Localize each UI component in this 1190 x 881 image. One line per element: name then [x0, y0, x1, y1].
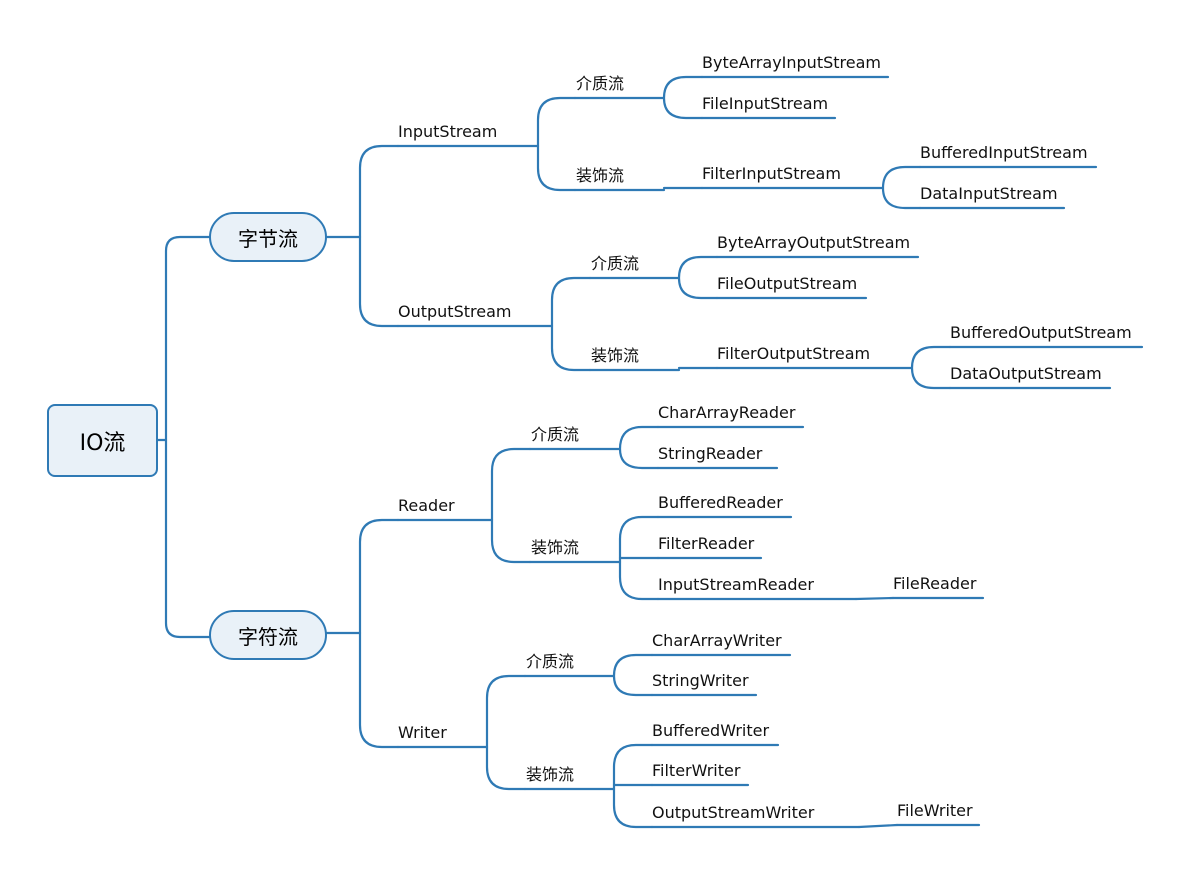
node-bytearrayinputstream: ByteArrayInputStream	[702, 53, 881, 72]
connector-output-filter-bracket	[910, 345, 952, 390]
node-fileinputstream: FileInputStream	[702, 94, 829, 113]
node-filewriter: FileWriter	[897, 801, 973, 820]
node-outputstream: OutputStream	[398, 302, 512, 321]
node-filterinputstream: FilterInputStream	[702, 164, 841, 183]
node-stringwriter: StringWriter	[652, 671, 749, 690]
connector-input-medium-bracket	[662, 75, 704, 120]
connector-writer-medium-bracket	[612, 653, 654, 697]
node-writer-decorator: 装饰流	[526, 765, 575, 784]
node-fileoutputstream: FileOutputStream	[717, 274, 858, 293]
node-filereader: FileReader	[893, 574, 977, 593]
node-bufferedreader: BufferedReader	[658, 493, 783, 512]
node-outputstreamwriter: OutputStreamWriter	[652, 803, 815, 822]
node-writer: Writer	[398, 723, 447, 742]
connector-input-bracket	[536, 96, 577, 192]
connector-output-bracket	[550, 276, 592, 372]
node-inputstream: InputStream	[398, 122, 498, 141]
node-bufferedinputstream: BufferedInputStream	[920, 143, 1088, 162]
node-reader-decorator: 装饰流	[531, 538, 580, 557]
node-datainputstream: DataInputStream	[920, 184, 1058, 203]
connector-char-bracket	[358, 518, 400, 749]
byte-stream-node: 字节流	[209, 212, 327, 262]
node-reader-medium: 介质流	[531, 425, 580, 444]
node-bufferedoutputstream: BufferedOutputStream	[950, 323, 1132, 342]
connector-filewriter	[857, 823, 899, 829]
node-bufferedwriter: BufferedWriter	[652, 721, 770, 740]
node-filterreader: FilterReader	[658, 534, 755, 553]
node-reader: Reader	[398, 496, 455, 515]
connector-byte-bracket	[358, 144, 400, 328]
node-chararrayreader: CharArrayReader	[658, 403, 796, 422]
node-output-decorator: 装饰流	[591, 346, 640, 365]
node-bytearrayoutputstream: ByteArrayOutputStream	[717, 233, 911, 252]
connector-output-medium-bracket	[677, 255, 719, 300]
node-filteroutputstream: FilterOutputStream	[717, 344, 871, 363]
connector-reader-medium-bracket	[618, 425, 660, 470]
node-inputstreamreader: InputStreamReader	[658, 575, 814, 594]
char-stream-node: 字符流	[209, 610, 327, 660]
connector-filereader	[854, 596, 895, 601]
connector-reader-bracket	[490, 447, 532, 564]
node-input-medium: 介质流	[576, 74, 625, 93]
connector-writer-bracket	[485, 674, 527, 791]
node-input-decorator: 装饰流	[576, 166, 625, 185]
node-dataoutputstream: DataOutputStream	[950, 364, 1102, 383]
node-output-medium: 介质流	[591, 254, 640, 273]
node-stringreader: StringReader	[658, 444, 763, 463]
connector-input-filter-bracket	[881, 165, 922, 210]
node-writer-medium: 介质流	[526, 652, 575, 671]
node-filterwriter: FilterWriter	[652, 761, 741, 780]
connector-root-bracket	[164, 235, 211, 639]
root-node: IO流	[47, 404, 158, 477]
node-chararraywriter: CharArrayWriter	[652, 631, 782, 650]
